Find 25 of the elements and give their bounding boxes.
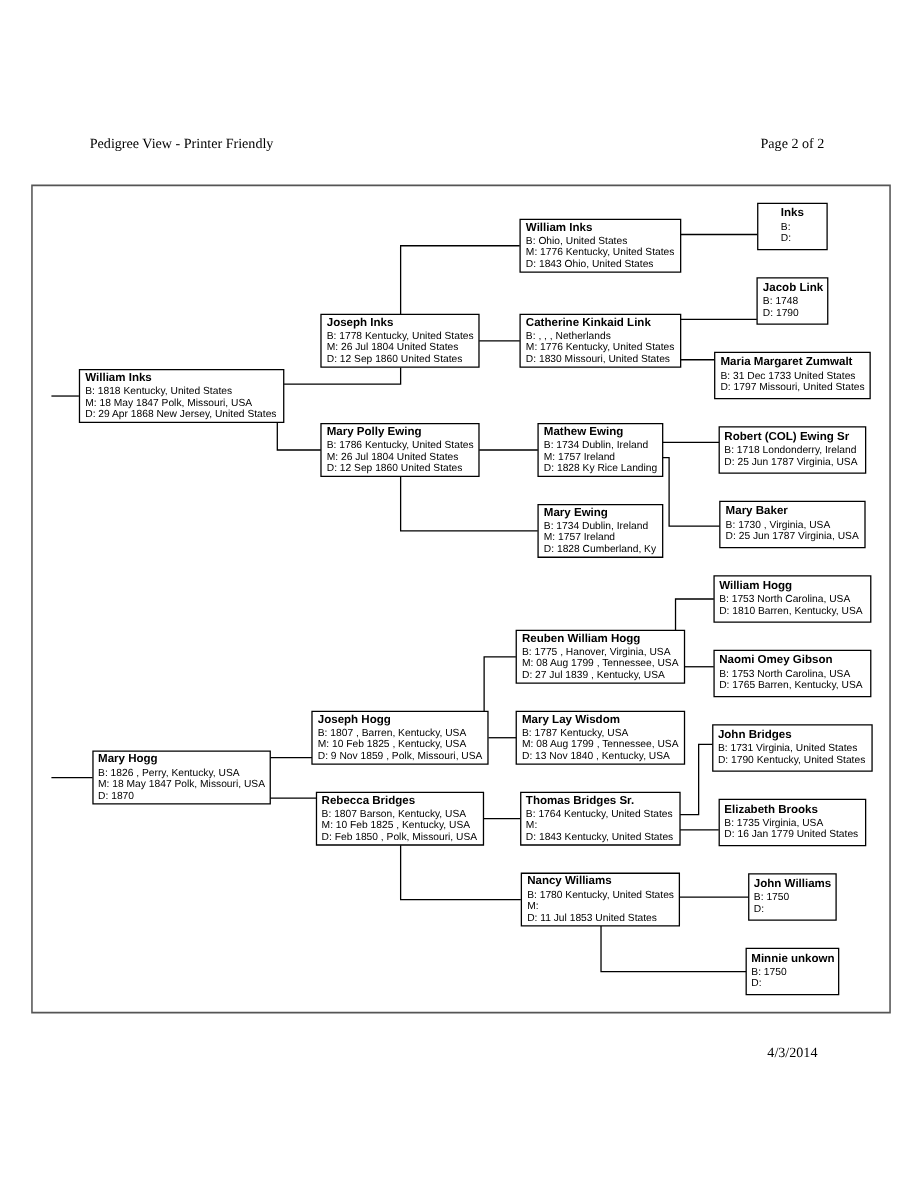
connector bbox=[478, 449, 539, 451]
connector bbox=[269, 797, 317, 799]
connector bbox=[674, 598, 715, 631]
connector bbox=[276, 421, 322, 451]
connector bbox=[487, 737, 517, 739]
cluster bbox=[31, 184, 891, 1014]
connector bbox=[483, 818, 521, 820]
connector bbox=[680, 359, 715, 361]
connector bbox=[400, 475, 539, 532]
connector bbox=[269, 757, 313, 759]
connector bbox=[478, 340, 521, 342]
connector bbox=[662, 441, 720, 443]
connector bbox=[679, 743, 714, 816]
connector bbox=[678, 896, 750, 898]
connector bbox=[680, 318, 758, 320]
connector bbox=[600, 925, 747, 973]
connector bbox=[50, 395, 80, 397]
connector bbox=[683, 666, 715, 668]
connector bbox=[662, 457, 721, 527]
connector bbox=[283, 366, 402, 385]
connector bbox=[680, 233, 758, 236]
connector bbox=[400, 245, 521, 315]
connector bbox=[483, 656, 517, 712]
connector bbox=[400, 844, 522, 901]
connector bbox=[679, 829, 720, 831]
